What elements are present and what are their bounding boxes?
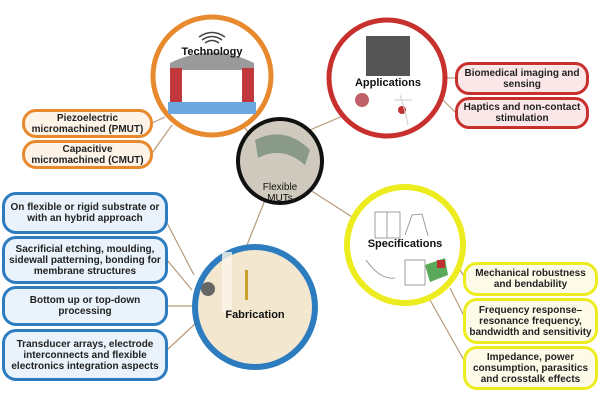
brain-illustration	[355, 93, 369, 107]
technology-title: Technology	[181, 46, 243, 58]
specifications-item-impedance: Impedance, power consumption, parasitics…	[463, 346, 598, 390]
ultrasound-image	[366, 36, 410, 76]
applications-title: Applications	[354, 77, 421, 89]
wafer-illustration	[201, 282, 215, 296]
center-title-line2: MUTs	[267, 193, 293, 204]
spec-plots	[365, 211, 429, 286]
applications-item-haptics: Haptics and non-contact stimulation	[455, 97, 589, 129]
center-node	[236, 117, 324, 205]
center-title: Flexible MUTs	[255, 182, 305, 204]
technology-item-pmut: Piezoelectric micromachined (PMUT)	[22, 109, 153, 138]
specifications-title: Specifications	[367, 238, 443, 250]
fabrication-title: Fabrication	[225, 309, 285, 321]
flexible-device-photo	[255, 134, 310, 165]
specifications-item-robustness: Mechanical robustness and bendability	[463, 262, 598, 296]
technology-node	[150, 14, 274, 138]
connector-lines	[151, 77, 466, 363]
fabrication-item-integration: Transducer arrays, electrode interconnec…	[2, 329, 168, 381]
applications-item-imaging: Biomedical imaging and sensing	[455, 62, 589, 95]
specifications-item-frequency: Frequency response–resonance frequency, …	[463, 298, 598, 344]
fabrication-item-substrate: On flexible or rigid substrate or with a…	[2, 192, 168, 234]
wireless-signal-icon	[198, 31, 226, 44]
fabrication-node	[192, 244, 318, 370]
fabrication-item-processing: Bottom up or top-down processing	[2, 286, 168, 326]
center-title-line1: Flexible	[262, 182, 298, 193]
specifications-node	[344, 184, 466, 306]
applications-node	[326, 17, 448, 139]
fabrication-item-etching: Sacrificial etching, moulding, sidewall …	[2, 236, 168, 284]
technology-item-cmut: Capacitive micromachined (CMUT)	[22, 140, 153, 169]
